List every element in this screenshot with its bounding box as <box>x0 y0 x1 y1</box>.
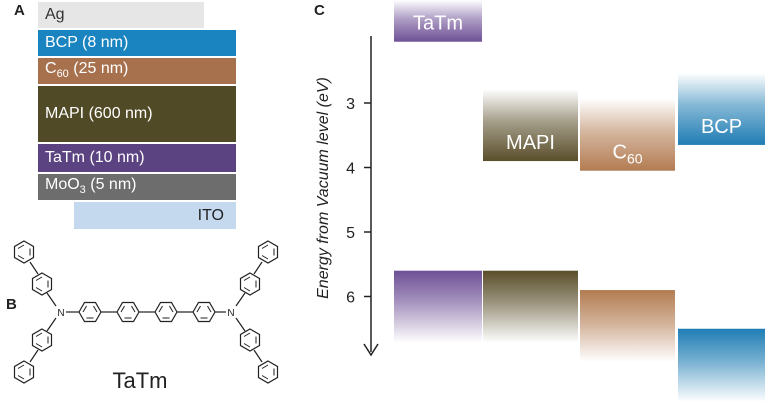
molecule-name: TaTm <box>113 368 168 393</box>
layer-mapi: MAPI (600 nm) <box>38 86 236 142</box>
lumo-bar <box>483 89 578 162</box>
tick-label: 5 <box>346 225 355 242</box>
panel-label-a: A <box>14 2 25 19</box>
tick-label: 4 <box>346 161 355 178</box>
homo-bar <box>678 328 765 402</box>
energy-axis-label: Energy from Vacuum level (eV) <box>315 77 332 299</box>
layer-ag-label: Ag <box>45 6 65 23</box>
layer-ito-label: ITO <box>197 206 224 224</box>
tick-label: 6 <box>346 290 355 307</box>
layer-ito: ITO <box>74 202 236 229</box>
lumo-bar <box>678 72 765 145</box>
panel-label-b: B <box>6 296 17 313</box>
material-label: BCP <box>701 116 742 138</box>
nitrogen-right: N <box>227 308 234 319</box>
layer-moo3: MoO3 (5 nm) <box>38 174 236 200</box>
layer-tatm: TaTm (10 nm) <box>38 144 236 172</box>
material-label: MAPI <box>506 132 555 154</box>
material-label: TaTm <box>413 13 463 35</box>
homo-bar <box>580 290 675 363</box>
tick-label: 3 <box>346 96 355 113</box>
panel-label-c: C <box>314 2 325 19</box>
layer-c60-label: C60 (25 nm) <box>45 60 129 81</box>
lumo-bar <box>394 0 482 42</box>
layer-bcp: BCP (8 nm) <box>38 30 236 56</box>
nitrogen-left: N <box>57 308 64 319</box>
layer-tatm-label: TaTm (10 nm) <box>45 149 145 166</box>
homo-bar <box>483 270 578 343</box>
homo-bar <box>394 270 482 343</box>
layer-moo3-label: MoO3 (5 nm) <box>45 176 137 197</box>
layer-bcp-label: BCP (8 nm) <box>45 34 129 51</box>
energy-axis-arrow <box>363 343 379 357</box>
layer-ag: Ag <box>38 2 204 28</box>
layer-mapi-label: MAPI (600 nm) <box>45 105 153 122</box>
tatm-molecule: N N TaTm <box>13 240 279 393</box>
lumo-bar <box>580 98 675 171</box>
layer-c60: C60 (25 nm) <box>38 58 236 84</box>
